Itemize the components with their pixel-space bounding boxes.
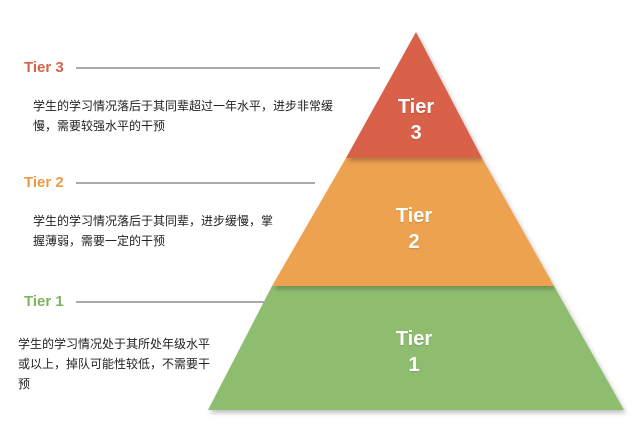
- tier3-segment: [346, 32, 482, 158]
- tier2-segment: [272, 158, 554, 286]
- tier1-label-word: Tier: [395, 328, 433, 350]
- tier1-pyramid-label: Tier 1: [384, 326, 444, 378]
- tier2-label-number: 2: [408, 231, 420, 253]
- tier3-title: Tier 3: [24, 59, 64, 76]
- tier2-description: 学生的学习情况落后于其同辈，进步缓慢，掌握薄弱，需要一定的干预: [33, 214, 274, 248]
- tier1-title: Tier 1: [24, 293, 64, 310]
- tier3-description: 学生的学习情况落后于其同辈超过一年水平，进步非常缓慢，需要较强水平的干预: [33, 99, 334, 133]
- tier1-description: 学生的学习情况处于其所处年级水平或以上，掉队可能性较低，不需要干预: [18, 337, 211, 391]
- tier1-label-number: 1: [408, 354, 420, 376]
- tier2-label-word: Tier: [395, 205, 433, 227]
- tier3-label-word: Tier: [397, 96, 435, 118]
- tier1-segment: [208, 286, 624, 410]
- tier2-pyramid-label: Tier 2: [384, 203, 444, 255]
- tier2-title: Tier 2: [24, 174, 64, 191]
- tier3-pyramid-label: Tier 3: [386, 94, 446, 146]
- tier3-label-number: 3: [410, 122, 422, 144]
